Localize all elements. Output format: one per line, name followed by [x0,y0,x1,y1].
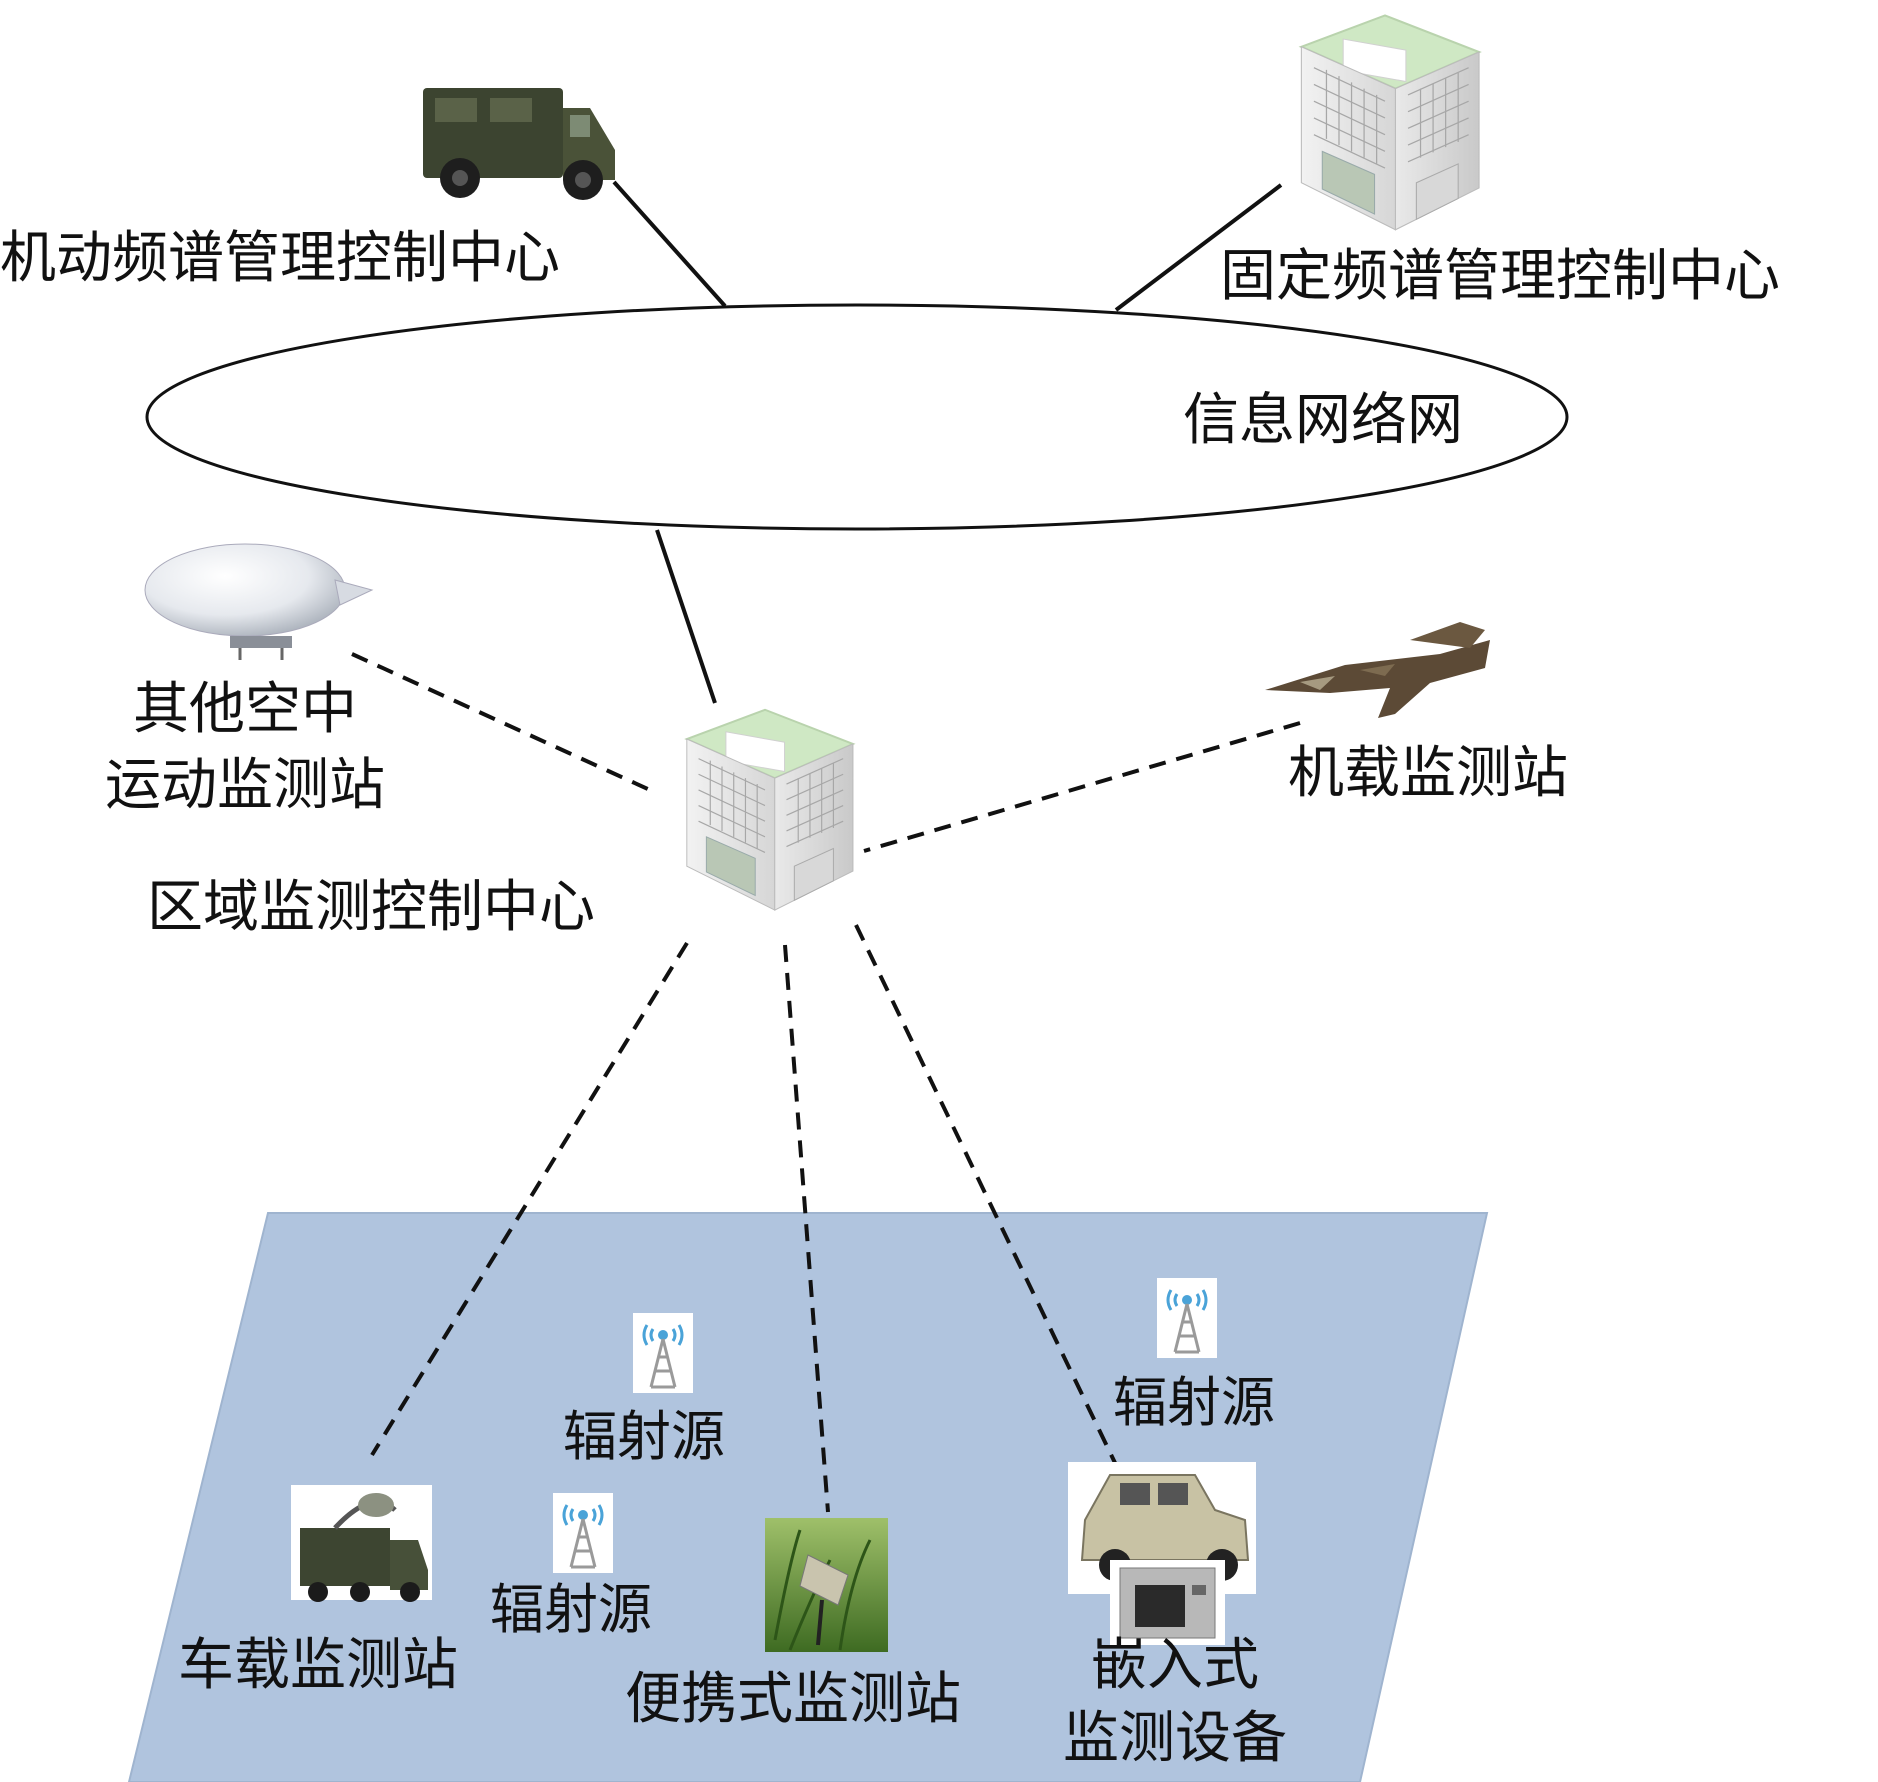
mobile-center-label: 机动频谱管理控制中心 [0,226,560,291]
radio-tower-icon [1157,1278,1217,1358]
radiation-source-label: 辐射源 [563,1405,725,1468]
fixed-center-label: 固定频谱管理控制中心 [1220,244,1780,309]
radiation-source-label: 辐射源 [1113,1371,1275,1434]
embedded-device-label-line1: 嵌入式 [1091,1633,1259,1698]
info-network-label: 信息网络网 [1183,388,1463,453]
info-network-ellipse [145,303,1569,531]
other-air-station-label-line1: 其他空中 [133,677,357,742]
portable-station-label: 便携式监测站 [625,1667,961,1732]
other-air-station-label-line2: 运动监测站 [105,753,385,818]
embedded-device-icon [1110,1560,1225,1645]
fighter-jet-icon [1265,622,1490,718]
military-truck-icon [423,88,615,200]
link-fixed-center [1114,183,1283,312]
airship-icon [144,543,374,660]
dashed-link-embedded [854,924,1119,1468]
office-building-icon [1300,14,1481,231]
regional-center-label: 区域监测控制中心 [147,875,595,940]
link-regional-center [655,529,717,704]
dashed-link-airborne [863,721,1301,853]
dashed-link-vehicle [370,941,689,1457]
embedded-device-label-line2: 监测设备 [1063,1706,1287,1771]
radio-tower-icon [553,1493,613,1573]
dashed-link-portable [783,944,830,1513]
vehicle-station-icon [291,1485,432,1602]
link-mobile-center [612,180,727,308]
radio-tower-icon [633,1313,693,1393]
airborne-station-label: 机载监测站 [1288,741,1568,806]
radiation-source-label: 辐射源 [490,1578,652,1641]
vehicle-station-label: 车载监测站 [178,1633,458,1698]
portable-station-icon [765,1518,888,1652]
office-building-icon [685,708,854,912]
